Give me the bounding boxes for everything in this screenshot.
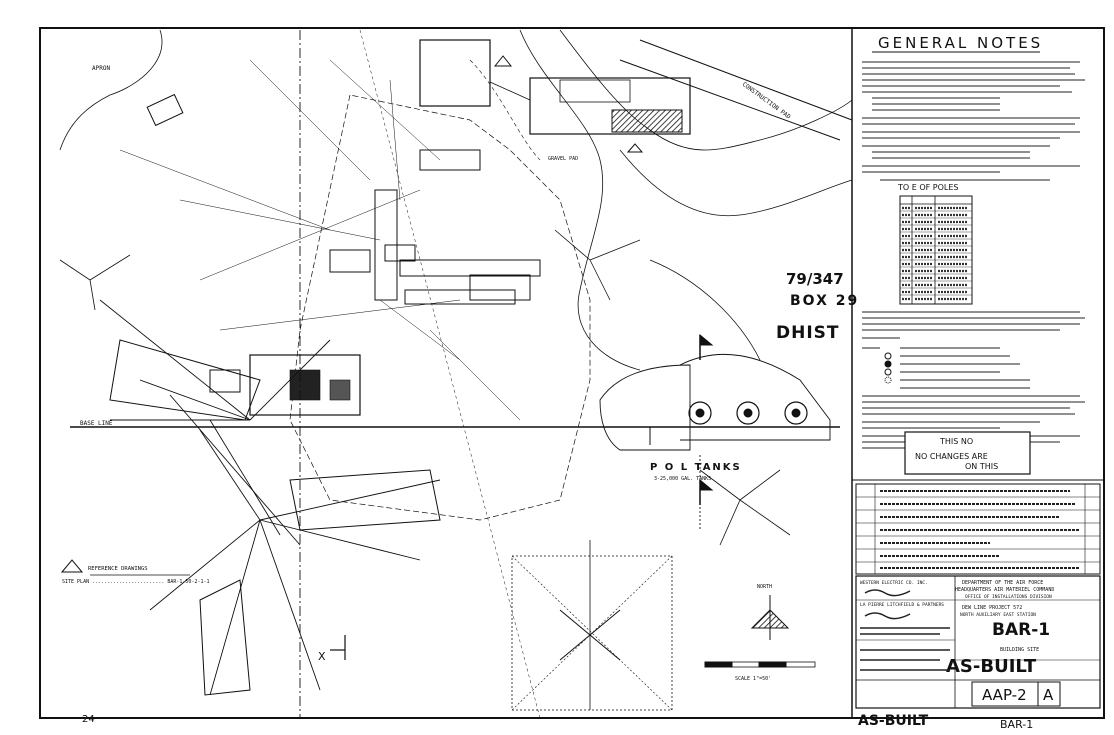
title-block: DEPARTMENT OF THE AIR FORCE HEADQUARTERS…	[855, 575, 1101, 709]
scale-label: SCALE 1"=50'	[735, 676, 771, 682]
svg-text:LA PIERRE LITCHFIELD & PARTNER: LA PIERRE LITCHFIELD & PARTNERS	[860, 602, 944, 608]
revision-letter: A	[1043, 686, 1054, 704]
svg-text:BUILDING SITE: BUILDING SITE	[1000, 647, 1039, 653]
bottom-as-built: AS-BUILT	[858, 713, 929, 729]
pole-table-title: TO E OF POLES	[897, 183, 958, 192]
notes-text-lines	[862, 61, 1085, 181]
x-marker-label: X	[318, 650, 326, 663]
bottom-drawing-id: BAR-1	[1000, 718, 1033, 731]
north-label: NORTH	[757, 584, 772, 590]
stamp-box: THIS NO NO CHANGES ARE ON THIS	[904, 431, 1031, 475]
svg-text:HEADQUARTERS AIR MATERIEL COMM: HEADQUARTERS AIR MATERIEL COMMAND	[955, 587, 1054, 593]
svg-text:DEPARTMENT OF THE AIR FORCE: DEPARTMENT OF THE AIR FORCE	[962, 580, 1043, 586]
svg-text:WESTERN ELECTRIC CO. INC.: WESTERN ELECTRIC CO. INC.	[860, 580, 928, 586]
legend-symbols	[884, 352, 892, 384]
pole-location-table	[899, 195, 973, 305]
pol-tanks-label: P O L TANKS	[650, 462, 742, 473]
construction-pad-label: CONSTRUCTION PAD	[741, 81, 792, 121]
svg-text:NORTH AUXILIARY EAST STATION: NORTH AUXILIARY EAST STATION	[960, 612, 1036, 618]
svg-text:DEW LINE PROJECT 572: DEW LINE PROJECT 572	[962, 605, 1022, 611]
svg-text:OFFICE OF INSTALLATIONS DIVISI: OFFICE OF INSTALLATIONS DIVISION	[965, 594, 1052, 600]
archive-note-1: 79/347	[786, 270, 844, 288]
apron-label: APRON	[92, 65, 110, 72]
svg-text:ON THIS: ON THIS	[965, 462, 998, 471]
gravel-pad-label: GRAVEL PAD	[548, 156, 578, 162]
as-built-stamp: AS-BUILT	[946, 656, 1037, 677]
reference-drawings-label: REFERENCE DRAWINGS	[88, 566, 148, 572]
site-plan-ref: SITE PLAN ........................ BAR-1…	[62, 579, 210, 585]
page-number: 24	[82, 714, 95, 725]
base-line-label: BASE LINE	[80, 420, 113, 427]
revision-block	[855, 483, 1101, 575]
drawing-id: BAR-1	[992, 620, 1050, 640]
site-plan	[59, 29, 853, 719]
svg-text:THIS NO: THIS NO	[939, 437, 973, 446]
svg-text:3-25,000 GAL. TANKS: 3-25,000 GAL. TANKS	[654, 476, 711, 482]
archive-note-2: BOX 29	[790, 293, 859, 309]
notes-title: GENERAL NOTES	[878, 34, 1043, 52]
dhist-stamp: DHIST	[776, 323, 840, 343]
drawing-number: AAP-2	[982, 686, 1027, 704]
svg-text:NO CHANGES ARE: NO CHANGES ARE	[915, 452, 988, 461]
notes-legend-lines	[862, 311, 1085, 449]
sheet-border	[39, 27, 1105, 719]
